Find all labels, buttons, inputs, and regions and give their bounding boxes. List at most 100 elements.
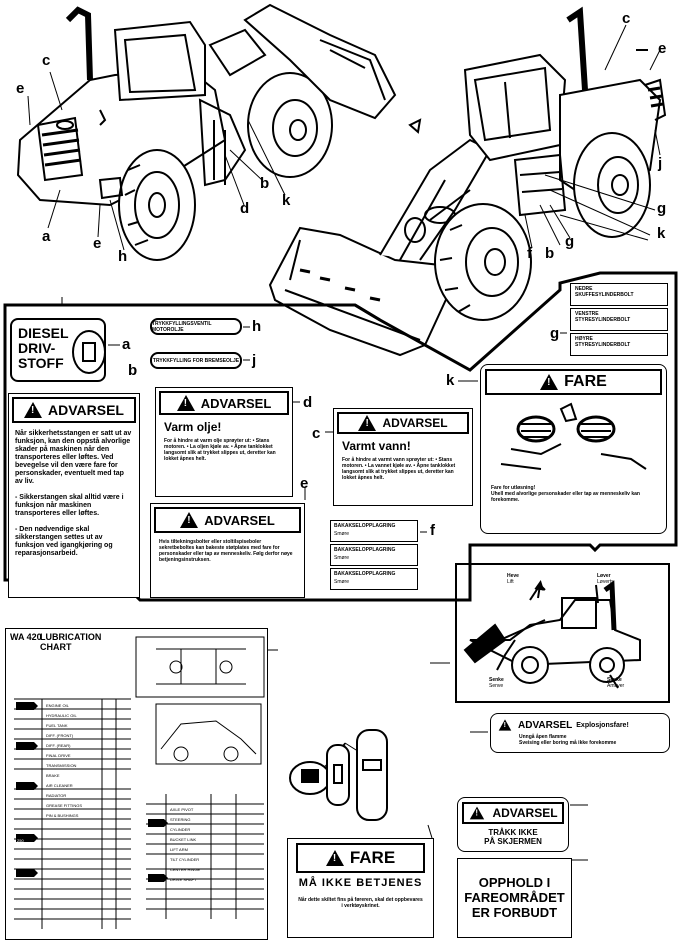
callout-b-left: b bbox=[260, 175, 270, 192]
panel-callout-k: k bbox=[446, 372, 455, 389]
lift-heve-sub: Lift bbox=[507, 579, 514, 585]
opphold-line-3: ER FORBUDT bbox=[471, 905, 558, 920]
warning-triangle-icon bbox=[498, 719, 512, 731]
callout-h-left: h bbox=[118, 248, 128, 265]
fare-betjenes-body: Når dette skiltet fins på føreren, skal … bbox=[298, 897, 423, 909]
diesel-line-1: DIESEL bbox=[18, 325, 69, 341]
decal-explosion: ADVARSEL Explosjonsfare! Unngå åpen flam… bbox=[490, 713, 670, 753]
decal-b-advarsel: ADVARSEL Når sikkerhetsstangen er satt u… bbox=[8, 393, 140, 598]
diesel-line-2: DRIV- bbox=[18, 340, 56, 356]
decal-e-body: Hvis tiltekningsbolter eller stoltilspis… bbox=[159, 539, 293, 563]
panel-callout-b: b bbox=[128, 362, 138, 379]
leader-lines bbox=[27, 24, 661, 305]
explosion-title: ADVARSEL bbox=[518, 719, 573, 731]
explosion-body-2: Sveising eller boring må ikke forekomme bbox=[519, 740, 617, 746]
callout-c-right: c bbox=[622, 10, 631, 27]
decal-g-stack: NEDRE SKUFFESYLINDERBOLT VENSTRE STYRESY… bbox=[570, 283, 668, 358]
panel-callout-c: c bbox=[312, 425, 321, 442]
decal-k-fare: FARE Fare for utløsning! Uhell med alvor… bbox=[480, 364, 667, 534]
crush-hazard-pictogram bbox=[500, 402, 647, 470]
callout-a-left: a bbox=[42, 228, 51, 245]
lube-chart-grid bbox=[14, 636, 265, 929]
decal-g-row: NEDRE SKUFFESYLINDERBOLT bbox=[570, 283, 668, 306]
trakk-line-1: TRÅKK IKKE bbox=[488, 828, 538, 837]
panel-callout-e: e bbox=[300, 475, 309, 492]
panel-callout-j: j bbox=[252, 352, 257, 369]
callout-g2-right: g bbox=[565, 233, 575, 250]
lift-diagram-sketch bbox=[463, 580, 641, 689]
trakk-line-2: PÅ SKJERMEN bbox=[484, 837, 542, 846]
decal-k-title: FARE bbox=[564, 373, 607, 390]
warning-triangle-icon bbox=[24, 402, 43, 418]
callout-d-left: d bbox=[240, 200, 250, 217]
fuel-pump-icon bbox=[72, 330, 106, 374]
callout-c-left: c bbox=[42, 52, 51, 69]
decal-h: TRYKKFYLLINGSVENTIL MOTOROLJE bbox=[150, 318, 242, 335]
callout-e-left: e bbox=[16, 80, 25, 97]
callout-j-right: j bbox=[658, 155, 663, 172]
panel-callout-h: h bbox=[252, 318, 262, 335]
decal-trakk-ikke: ADVARSEL TRÅKK IKKE PÅ SKJERMEN bbox=[457, 797, 569, 852]
decal-d-subtitle: Varm olje! bbox=[164, 420, 222, 434]
panel-callout-d: d bbox=[303, 394, 313, 411]
callout-f-right: f bbox=[527, 245, 532, 262]
decal-k-body-2: Uhell med alvorlige personskader eller t… bbox=[491, 491, 640, 503]
warning-triangle-icon bbox=[358, 415, 377, 431]
decal-f-stack: BAKAKSELOPPLAGRING Smøre BAKAKSELOPPLAGR… bbox=[330, 520, 418, 590]
fare-betjenes-title: FARE bbox=[349, 848, 396, 867]
lube-title-1: LUBRICATION bbox=[40, 632, 102, 642]
lift-lover: Løver bbox=[597, 573, 611, 579]
callout-e-right: e bbox=[658, 40, 667, 57]
lift-senke: Senke bbox=[489, 677, 504, 683]
panel-callout-a: a bbox=[122, 336, 131, 353]
decal-d-body: For å hindre at varm olje sprøyter ut: •… bbox=[164, 438, 276, 462]
warning-triangle-icon bbox=[540, 374, 559, 390]
left-loader-drawing bbox=[16, 3, 397, 261]
callout-b-right: b bbox=[545, 245, 555, 262]
warning-triangle-icon bbox=[180, 512, 199, 528]
decal-g-row: HØYRE STYRESYLINDERBOLT bbox=[570, 333, 668, 356]
explosion-body-1: Unngå åpen flamme bbox=[519, 734, 567, 740]
decal-k-body-1: Fare for utløsning! bbox=[491, 485, 536, 491]
decal-opphold: OPPHOLD I FAREOMRÅDET ER FORBUDT bbox=[457, 858, 572, 938]
panel-callout-f: f bbox=[430, 522, 435, 539]
decal-b-body-3: - Den nødvendige skal sikkerstangen sett… bbox=[15, 526, 113, 557]
trakk-title: ADVARSEL bbox=[492, 806, 558, 820]
lubrication-chart: WA 420 LUBRICATION CHART bbox=[5, 628, 268, 940]
explosion-title-2: Explosjonsfare! bbox=[576, 721, 629, 729]
decal-c-subtitle: Varmt vann! bbox=[342, 439, 411, 453]
decal-f-row: BAKAKSELOPPLAGRING Smøre bbox=[330, 520, 418, 542]
warning-triangle-icon bbox=[176, 395, 195, 411]
decal-b-body-2: - Sikkerstangen skal alltid være i funks… bbox=[15, 494, 124, 517]
decal-d-title: ADVARSEL bbox=[200, 395, 272, 411]
decal-e-title: ADVARSEL bbox=[204, 512, 275, 528]
decal-g-row: VENSTRE STYRESYLINDERBOLT bbox=[570, 308, 668, 331]
diesel-line-3: STOFF bbox=[18, 355, 64, 371]
callout-k-left: k bbox=[282, 192, 291, 209]
filter-decal-sketch bbox=[289, 729, 388, 821]
decal-c-title: ADVARSEL bbox=[382, 416, 448, 430]
opphold-line-1: OPPHOLD I bbox=[478, 875, 551, 890]
lift-senke-sub: Senve bbox=[489, 683, 504, 689]
decal-f-row: BAKAKSELOPPLAGRING Smøre bbox=[330, 568, 418, 590]
decal-d-advarsel: ADVARSEL Varm olje! For å hindre at varm… bbox=[155, 387, 293, 497]
decal-panel-outline bbox=[3, 271, 678, 602]
warning-triangle-icon bbox=[325, 850, 344, 866]
callout-g-right: g bbox=[657, 200, 667, 217]
decal-j: TRYKKFYLLING FOR BREMSEOLJE bbox=[150, 352, 242, 369]
decal-f-row: BAKAKSELOPPLAGRING Smøre bbox=[330, 544, 418, 566]
lift-senke-2: Senke bbox=[607, 677, 622, 683]
lube-title-2: CHART bbox=[40, 642, 72, 652]
callout-k-right: k bbox=[657, 225, 666, 242]
right-loader-drawing bbox=[268, 6, 667, 357]
opphold-line-2: FAREOMRÅDET bbox=[464, 890, 565, 905]
lift-heve: Heve bbox=[507, 573, 519, 579]
decal-diesel: DIESEL DRIV- STOFF bbox=[10, 318, 106, 382]
decal-e-advarsel: ADVARSEL Hvis tiltekningsbolter eller st… bbox=[150, 503, 305, 598]
panel-callout-g: g bbox=[550, 325, 560, 342]
lift-lover-sub: Løverts bbox=[597, 579, 614, 585]
fare-betjenes-subtitle: MÅ IKKE BETJENES bbox=[298, 877, 423, 889]
